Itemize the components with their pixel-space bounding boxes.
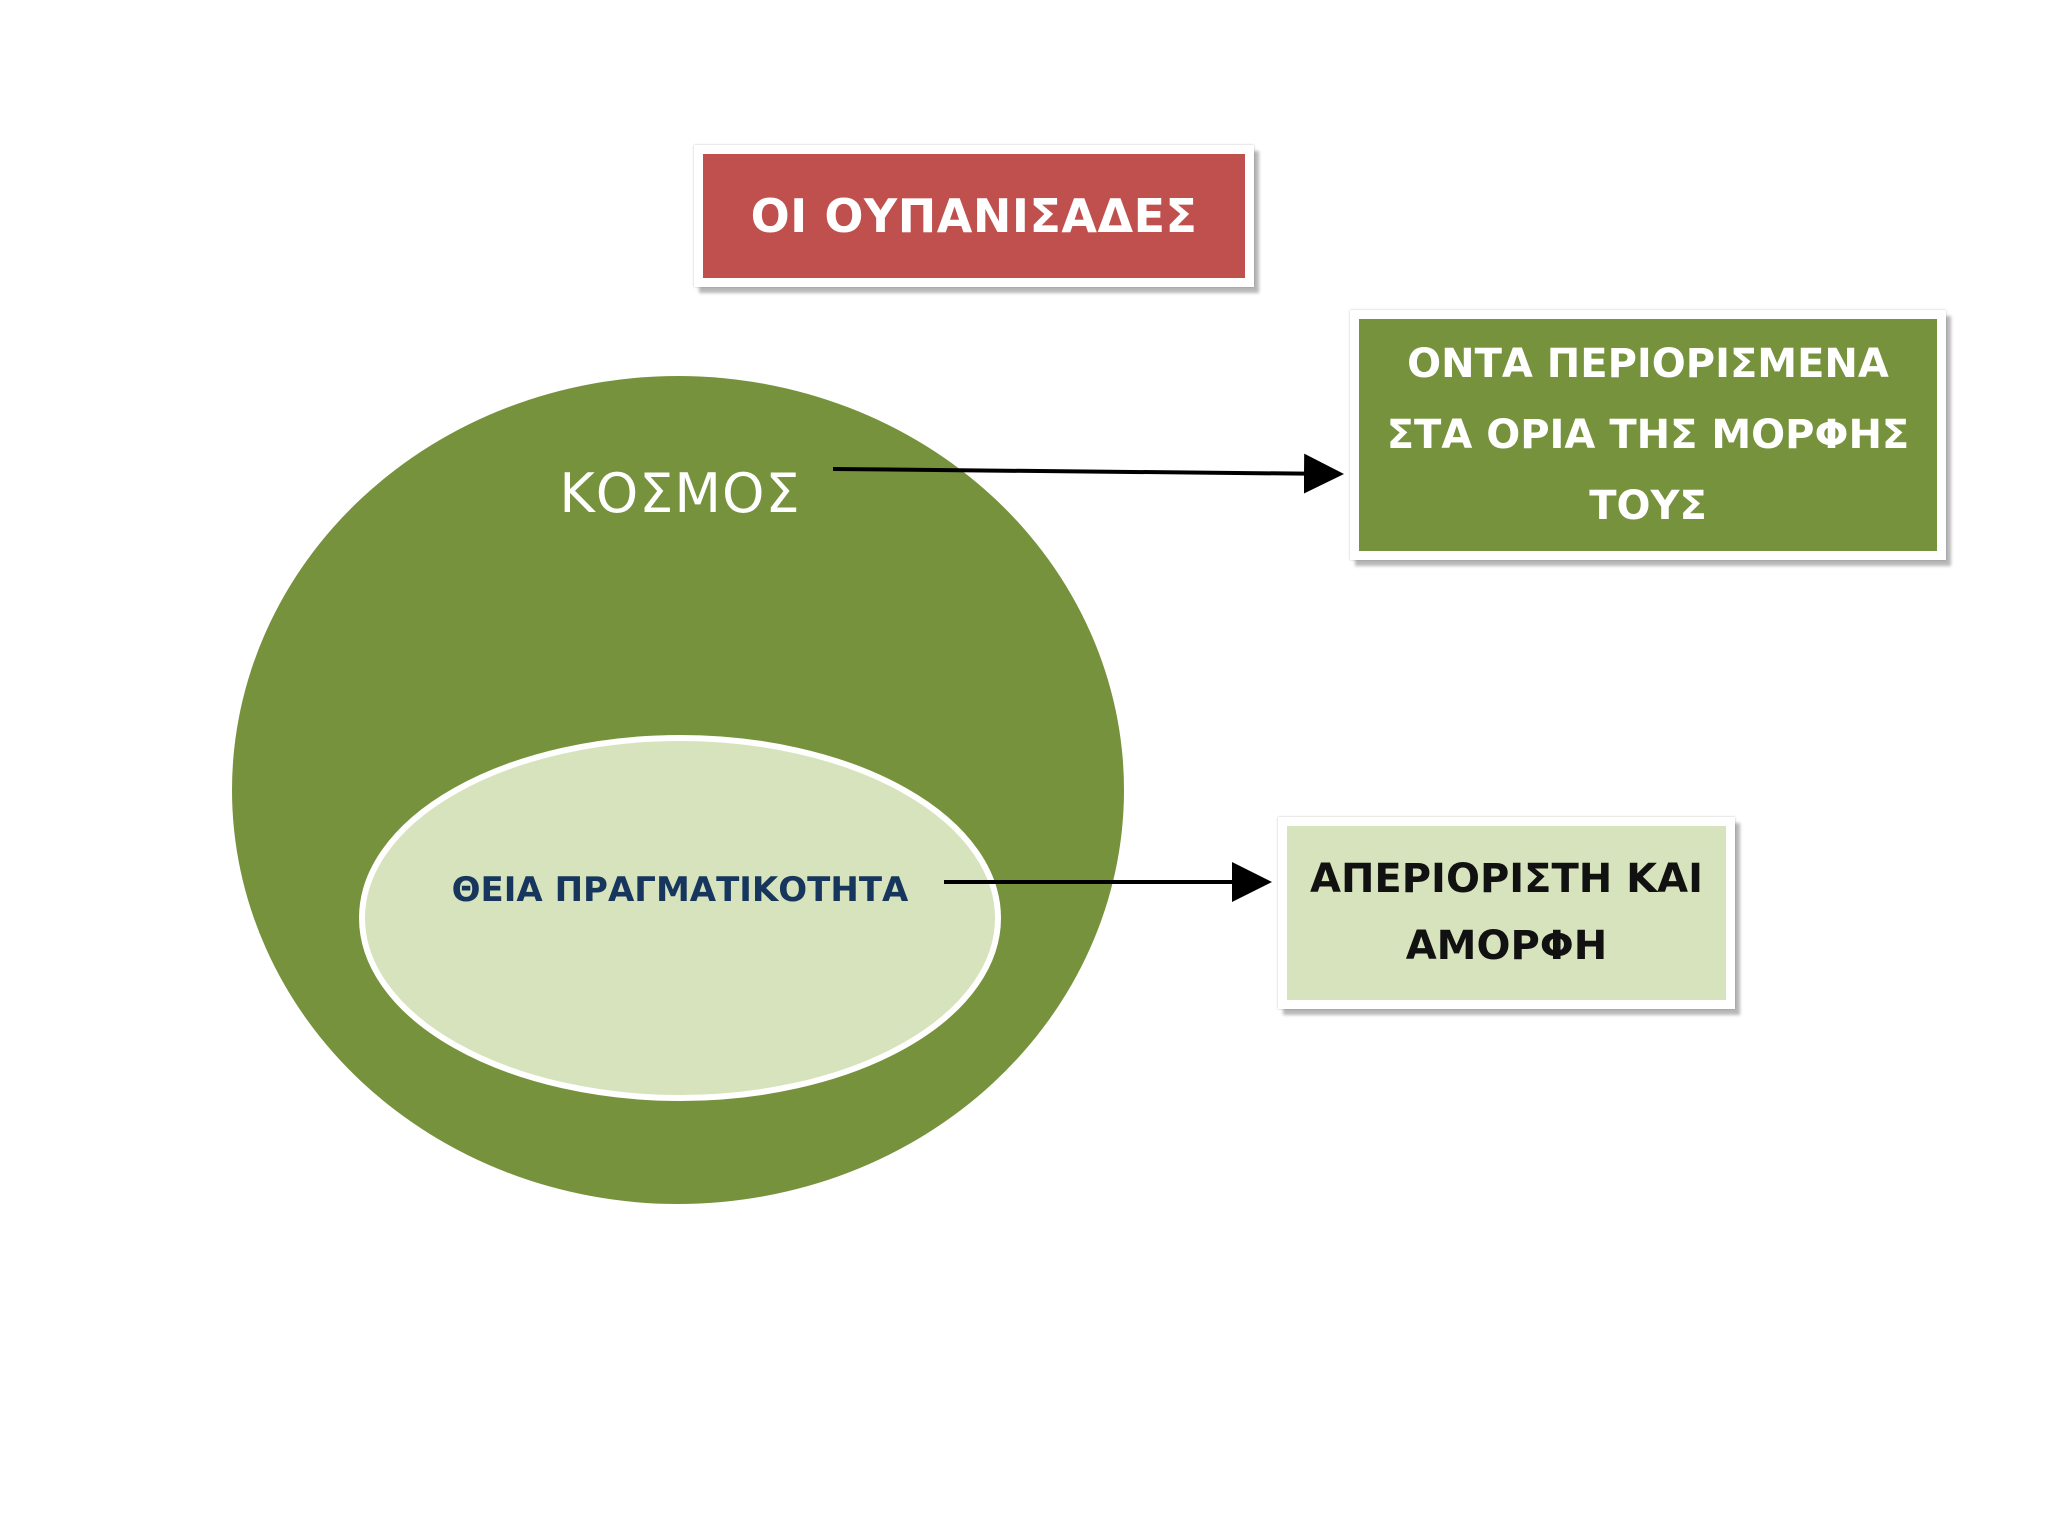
title-text: ΟΙ ΟΥΠΑΝΙΣΑΔΕΣ — [750, 189, 1198, 243]
divine-reality-ellipse — [359, 735, 1001, 1101]
unlimited-formless-text: ΑΠΕΡΙΟΡΙΣΤΗ ΚΑΙ ΑΜΟΡΦΗ — [1309, 856, 1703, 969]
title-box: ΟΙ ΟΥΠΑΝΙΣΑΔΕΣ — [694, 145, 1254, 287]
unlimited-formless-box: ΑΠΕΡΙΟΡΙΣΤΗ ΚΑΙ ΑΜΟΡΦΗ — [1278, 817, 1735, 1009]
limited-beings-box: ΟΝΤΑ ΠΕΡΙΟΡΙΣΜΕΝΑ ΣΤΑ ΟΡΙΑ ΤΗΣ ΜΟΡΦΗΣ ΤΟ… — [1350, 310, 1946, 560]
divine-reality-label: ΘΕΙΑ ΠΡΑΓΜΑΤΙΚΟΤΗΤΑ — [451, 870, 909, 910]
limited-beings-text: ΟΝΤΑ ΠΕΡΙΟΡΙΣΜΕΝΑ ΣΤΑ ΟΡΙΑ ΤΗΣ ΜΟΡΦΗΣ ΤΟ… — [1386, 340, 1910, 529]
arrow-world-to-limited — [832, 453, 1344, 494]
world-label: ΚΟΣΜΟΣ — [559, 462, 801, 525]
